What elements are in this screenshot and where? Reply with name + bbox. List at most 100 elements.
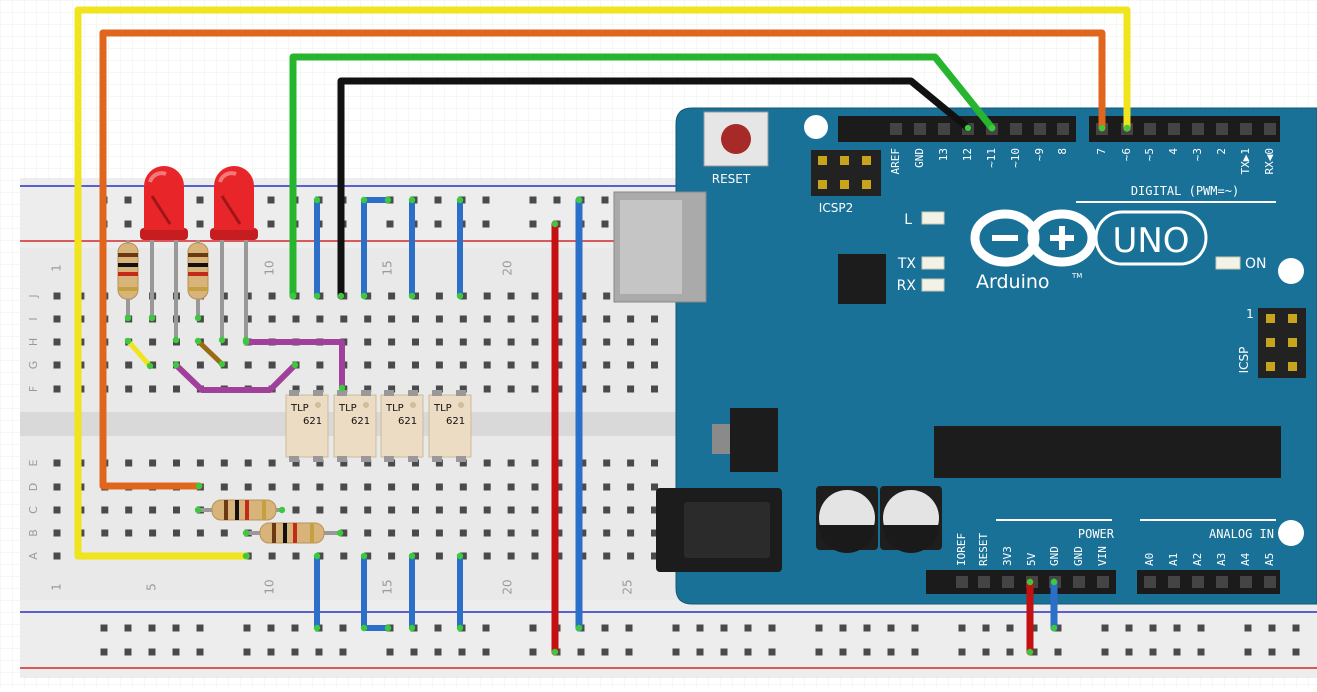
digital-pin-label: 13 [937, 148, 950, 161]
connection-dot [1026, 648, 1034, 656]
rail-hole [815, 648, 823, 656]
breadboard-hole [412, 506, 419, 514]
breadboard-hole [555, 361, 563, 369]
connection-dot [360, 196, 368, 204]
breadboard-hole [531, 315, 539, 323]
connection-dot [456, 292, 464, 300]
rail-hole [267, 196, 275, 204]
breadboard-hole [268, 459, 276, 467]
rail-hole [839, 648, 847, 656]
breadboard-hole [531, 529, 539, 537]
breadboard-hole [555, 338, 563, 346]
breadboard-hole [173, 529, 180, 537]
rail-hole [1101, 624, 1109, 632]
led-rx-label: RX [897, 278, 917, 294]
power-pin-label: VIN [1096, 546, 1109, 566]
rail-hole [196, 648, 204, 656]
rail-hole [672, 648, 680, 656]
breadboard-hole [483, 338, 491, 346]
breadboard-hole [483, 292, 491, 300]
connection-dot [1123, 124, 1131, 132]
breadboard-hole [244, 361, 252, 369]
connection-dot [195, 482, 203, 490]
rail-hole [1197, 624, 1205, 632]
breadboard-hole [364, 385, 372, 393]
connection-dot [408, 624, 416, 632]
digital-pin-label: AREF [889, 148, 902, 175]
analog-pin-label: A3 [1215, 553, 1228, 566]
rail-hole [1292, 624, 1300, 632]
breadboard-hole [220, 459, 228, 467]
breadboard-hole [651, 529, 658, 537]
connection-dot [289, 292, 297, 300]
breadboard-hole [53, 315, 61, 323]
digital-pin-label: 8 [1056, 148, 1069, 155]
breadboard-hole [507, 483, 515, 491]
header-pin [978, 576, 990, 588]
usb-chip-icon [838, 254, 886, 304]
breadboard-hole [244, 315, 252, 323]
breadboard-hole [627, 315, 635, 323]
rail-hole [196, 220, 204, 228]
rail-hole [529, 648, 537, 656]
rail-hole [386, 220, 394, 228]
column-number: 20 [501, 260, 515, 275]
breadboard-hole [627, 506, 635, 514]
row-letter: F [27, 386, 40, 392]
led-tx-icon [921, 256, 945, 270]
yellow-jumper [125, 338, 153, 369]
header-pin [1168, 123, 1180, 135]
connection-dot [360, 552, 368, 560]
connection-dot [336, 529, 344, 537]
header-pin [1168, 576, 1180, 588]
rail-hole [577, 648, 585, 656]
breadboard-hole [220, 292, 228, 300]
arduino-brand-text: Arduino [976, 271, 1050, 293]
rail-hole [291, 624, 299, 632]
reset-button-cap[interactable] [721, 124, 751, 154]
breadboard-hole [483, 361, 491, 369]
digital-pin-label: ~3 [1191, 148, 1204, 161]
rail-hole [196, 196, 204, 204]
breadboard-hole [651, 459, 658, 467]
orange-wire [99, 29, 1106, 132]
breadboard-hole [412, 361, 419, 369]
breadboard-hole [435, 292, 443, 300]
connection-dot [1098, 124, 1106, 132]
breadboard-hole [412, 529, 419, 537]
analog-caption: ANALOG IN [1209, 527, 1274, 541]
breadboard-hole [53, 506, 61, 514]
breadboard-hole [125, 459, 133, 467]
breadboard-hole [459, 459, 467, 467]
rail-hole [148, 648, 156, 656]
breadboard-hole [435, 529, 443, 537]
row-letter: I [27, 317, 40, 320]
header-pin [890, 123, 902, 135]
breadboard-hole [435, 483, 443, 491]
breadboard-hole [53, 338, 61, 346]
digital-pin-label: 7 [1095, 148, 1108, 155]
breadboard-hole [364, 552, 372, 560]
breadboard-hole [507, 529, 515, 537]
analog-pin-label: A2 [1191, 553, 1204, 566]
digital-pin-label: ~5 [1143, 148, 1156, 161]
breadboard-hole [292, 483, 300, 491]
rail-hole [267, 648, 275, 656]
breadboard-hole [388, 552, 396, 560]
breadboard-hole [459, 552, 467, 560]
rail-hole [768, 648, 776, 656]
breadboard-hole [340, 552, 348, 560]
atmega-chip-icon [934, 426, 1281, 478]
black-wire [337, 77, 972, 300]
rail-hole [124, 648, 132, 656]
rail-hole [410, 648, 418, 656]
breadboard-hole [459, 361, 467, 369]
rail-hole [625, 624, 633, 632]
rail-hole [124, 220, 132, 228]
breadboard-hole [53, 385, 61, 393]
breadboard-hole [579, 552, 587, 560]
connection-dot [551, 648, 559, 656]
breadboard-hole [316, 483, 324, 491]
